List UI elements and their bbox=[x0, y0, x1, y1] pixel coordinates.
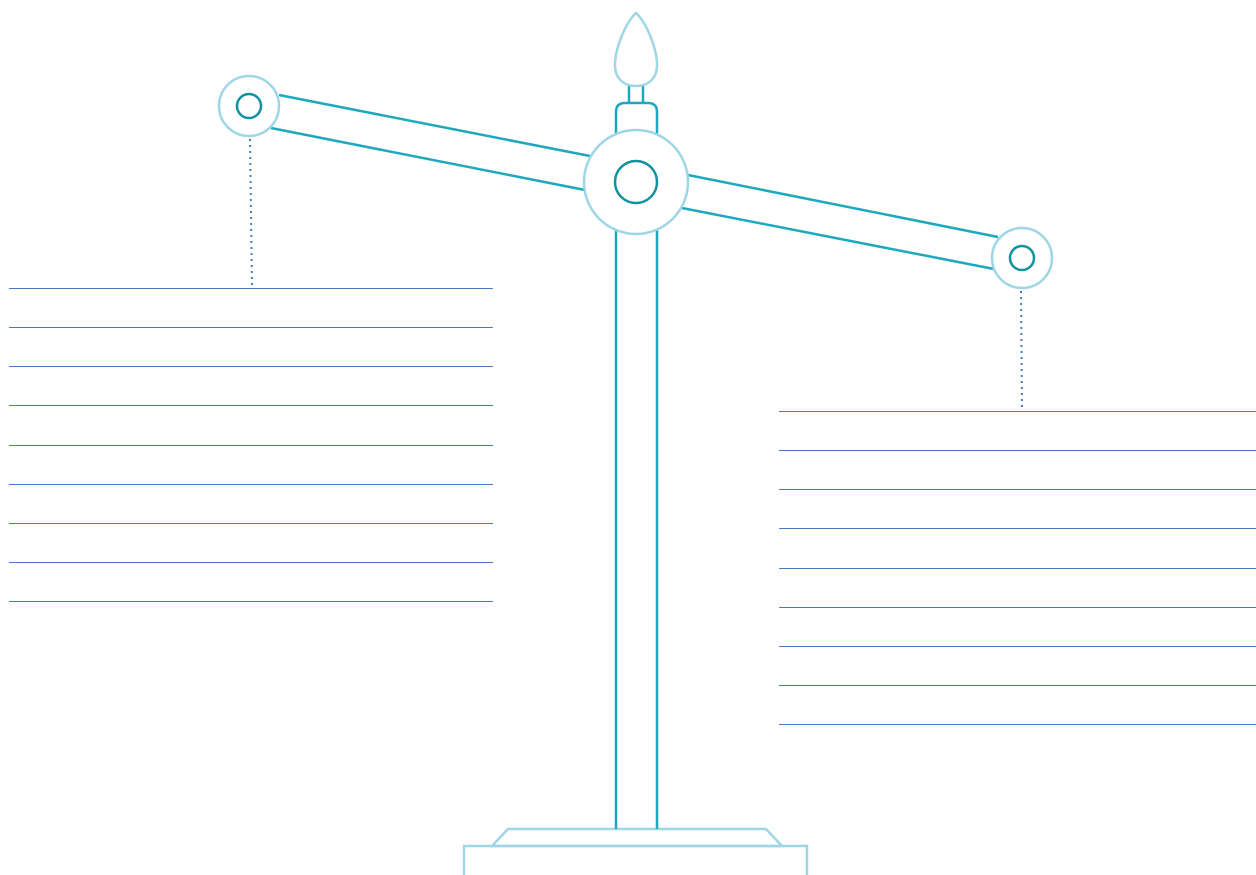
scale-finial bbox=[615, 13, 657, 103]
right-writing-line[interactable] bbox=[779, 724, 1256, 725]
right-writing-line[interactable] bbox=[779, 568, 1256, 569]
left-writing-line[interactable] bbox=[9, 405, 493, 406]
right-writing-line[interactable] bbox=[779, 607, 1256, 608]
right-writing-line[interactable] bbox=[779, 685, 1256, 686]
left-pan-writing-lines bbox=[9, 288, 493, 608]
left-writing-line[interactable] bbox=[9, 523, 493, 524]
scale-base-plinth bbox=[492, 829, 782, 846]
left-pivot-pin bbox=[219, 76, 279, 136]
right-writing-line[interactable] bbox=[779, 450, 1256, 451]
left-writing-line[interactable] bbox=[9, 562, 493, 563]
center-pivot bbox=[584, 130, 688, 234]
right-pan-writing-lines bbox=[779, 411, 1256, 731]
left-writing-line[interactable] bbox=[9, 601, 493, 602]
right-writing-line[interactable] bbox=[779, 489, 1256, 490]
right-hanger-dotted-line bbox=[1021, 291, 1022, 409]
left-writing-line[interactable] bbox=[9, 484, 493, 485]
scale-base bbox=[464, 829, 807, 875]
right-pivot-pin bbox=[992, 228, 1052, 288]
left-writing-line[interactable] bbox=[9, 445, 493, 446]
left-writing-line[interactable] bbox=[9, 288, 493, 289]
left-writing-line[interactable] bbox=[9, 366, 493, 367]
right-writing-line[interactable] bbox=[779, 411, 1256, 412]
left-writing-line[interactable] bbox=[9, 327, 493, 328]
right-writing-line[interactable] bbox=[779, 646, 1256, 647]
right-writing-line[interactable] bbox=[779, 528, 1256, 529]
left-hanger-dotted-line bbox=[250, 139, 252, 286]
scale-base-block bbox=[464, 846, 807, 875]
finial-drop bbox=[615, 13, 657, 86]
